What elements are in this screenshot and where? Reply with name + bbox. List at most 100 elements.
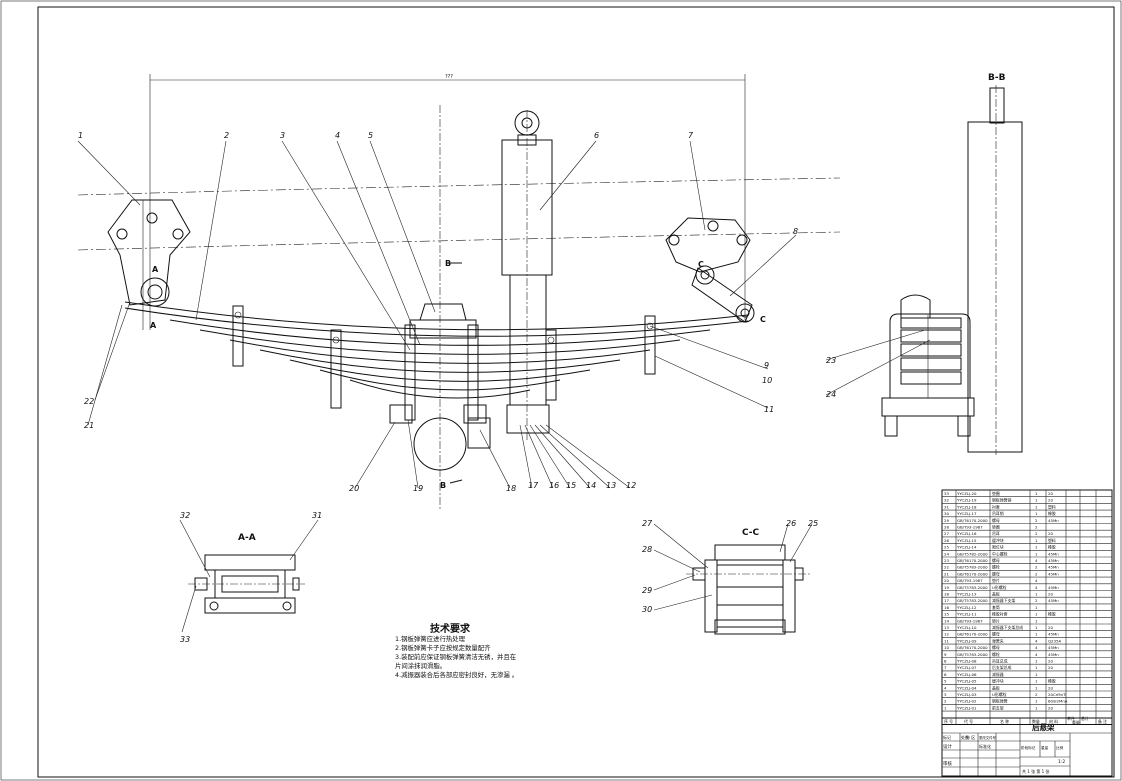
bom-row-name: 缓冲块: [992, 538, 1004, 543]
bom-row-name: U形螺栓: [992, 692, 1007, 697]
tb-sheets: 共 1 张 第 1 张: [1022, 768, 1049, 774]
bom-row-no: 24: [944, 551, 949, 556]
bom-row-name: 衬套: [992, 504, 1000, 509]
bom-row-name: 中心螺栓: [992, 551, 1008, 556]
tb-design: 设计: [943, 743, 952, 750]
bom-header-qty: 数量: [1032, 719, 1040, 724]
bom-row-material: 60Si2MnA: [1048, 699, 1068, 704]
bom-row-code: YYCZLJ-10: [957, 625, 977, 630]
bom-row-code: YYCZLJ-13: [957, 592, 977, 597]
balloon-14: 14: [586, 481, 596, 490]
tb-stage: 阶段标记: [1021, 745, 1036, 750]
bom-row-material: 45Mn: [1048, 632, 1059, 637]
bom-row-code: YYCZLJ-16: [957, 531, 977, 536]
bom-row-qty: 1: [1035, 618, 1038, 623]
bom-row-no: 6: [944, 672, 947, 677]
balloon-11: 11: [764, 405, 774, 414]
balloon-30: 30: [642, 605, 652, 614]
bom-row-name: 钢板弹簧: [992, 699, 1008, 704]
bom-row-code: YYCZLJ-08: [957, 659, 977, 664]
bom-row-name: 螺栓: [992, 652, 1000, 657]
bom-row-qty: 1: [1035, 685, 1038, 690]
bom-row-qty: 2: [1035, 531, 1038, 536]
bom-row-name: U形螺栓: [992, 585, 1007, 590]
bom-row-material: 橡胶: [1048, 679, 1056, 684]
balloon-9: 9: [764, 361, 769, 370]
balloon-22: 22: [84, 397, 94, 406]
bom-row-material: 45Mn: [1048, 571, 1059, 576]
bom-row-name: 螺母: [992, 632, 1000, 637]
bom-row-material: 45Mn: [1048, 585, 1059, 590]
balloon-29: 29: [642, 586, 652, 595]
bom-row-name: 吊耳销: [992, 511, 1004, 516]
tech-item-4: 片间涂抹润滑脂。: [395, 661, 446, 670]
bom-row-no: 16: [944, 605, 949, 610]
bom-row-no: 15: [944, 612, 949, 617]
bom-row-material: 20CrMnTi: [1048, 692, 1066, 697]
bom-row-no: 11: [944, 638, 949, 643]
bom-row-no: 29: [944, 518, 949, 523]
bom-row-no: 14: [944, 618, 949, 623]
bom-row-no: 3: [944, 692, 947, 697]
bom-header-no: 序 号: [944, 719, 953, 724]
bom-header-remark: 备 注: [1098, 719, 1107, 724]
bom-row-qty: 2: [1035, 598, 1038, 603]
view-mark-a: A: [152, 265, 159, 274]
bom-row-material: 20: [1048, 685, 1053, 690]
bom-row-material: 塑料: [1048, 504, 1056, 509]
balloon-25: 25: [808, 519, 818, 528]
section-bb-view: B-B: [825, 73, 1023, 455]
technical-requirements: 技术要求 1.钢板弹簧应进行热处理 2.钢板弹簧卡子应按规定数量配齐 3.装配前…: [395, 622, 518, 679]
balloon-5: 5: [368, 131, 373, 140]
bom-row-qty: 4: [1035, 638, 1038, 643]
bom-row-name: 减振器下支架: [992, 598, 1015, 603]
bom-row-no: 12: [944, 632, 949, 637]
view-mark-c2: C: [760, 315, 766, 324]
bom-row-code: GB/T93-1987: [957, 525, 983, 530]
view-title-aa: A-A: [238, 533, 256, 543]
bom-row-no: 28: [944, 525, 949, 530]
bom-row-name: 螺母: [992, 645, 1000, 650]
balloon-6: 6: [594, 131, 599, 140]
bom-row-material: 20: [1048, 705, 1053, 710]
bom-row-material: 橡胶: [1048, 545, 1056, 550]
bom-row-no: 27: [944, 531, 949, 536]
bom-row-no: 19: [944, 585, 949, 590]
bom-row-qty: 1: [1035, 705, 1038, 710]
tb-scale: 比例: [1056, 745, 1064, 750]
bom-row-no: 8: [944, 659, 947, 664]
bom-row-no: 2: [944, 699, 947, 704]
bom-row-material: 45Mn: [1048, 645, 1059, 650]
bom-row-code: GB/T5783-2000: [957, 598, 988, 603]
bom-row-material: Q235A: [1048, 638, 1061, 643]
bom-row-name: 橡胶衬套: [992, 612, 1008, 617]
view-mark-b2: B: [440, 481, 446, 490]
view-title-cc: C-C: [742, 528, 760, 538]
bom-row-qty: 1: [1035, 545, 1038, 550]
bom-row-code: YYCZLJ-11: [957, 612, 977, 617]
bom-row-name: 螺母: [992, 518, 1000, 523]
bom-row-material: 45Mn: [1048, 565, 1059, 570]
bom-row-material: 45Mn: [1048, 551, 1059, 556]
balloon-8: 8: [793, 227, 798, 236]
balloon-28: 28: [642, 545, 652, 554]
inner-frame: [37, 6, 1115, 778]
bom-row-name: 螺母: [992, 571, 1000, 576]
balloon-31: 31: [312, 511, 322, 520]
bom-row-name: 钢板弹簧销: [992, 498, 1012, 503]
bom-row-qty: 2: [1035, 692, 1038, 697]
balloon-2: 2: [224, 131, 229, 140]
bom-row-code: YYCZLJ-15: [957, 538, 977, 543]
section-cc-view: C-C: [653, 523, 813, 635]
bom-row-qty: 1: [1035, 592, 1038, 597]
view-title-bb: B-B: [988, 73, 1006, 83]
bom-header-material: 材 料: [1049, 719, 1058, 724]
bom-row-code: YYCZLJ-09: [957, 638, 977, 643]
bom-header-weight: 重量: [1072, 720, 1080, 725]
bom-row-code: GB/T93-1987: [957, 578, 983, 583]
bom-row-name: 套筒: [992, 605, 1000, 610]
part-title: 后悬架: [1032, 722, 1055, 732]
bom-row-no: 7: [944, 665, 947, 670]
